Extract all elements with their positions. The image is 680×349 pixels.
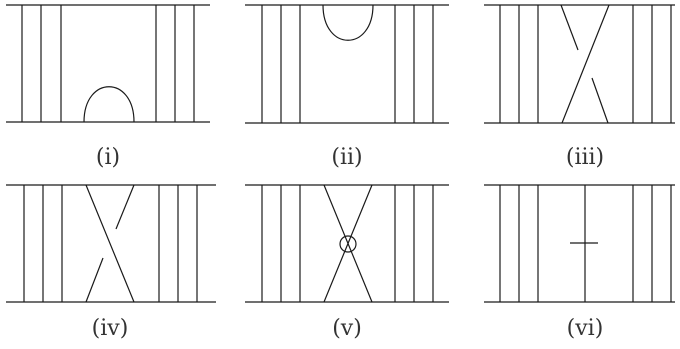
crossing-strand — [323, 184, 373, 303]
panel-i: (i) — [6, 4, 210, 170]
panel-label-iii: (iii) — [566, 145, 604, 170]
panel-label-v: (v) — [332, 316, 362, 341]
under-strand-upper — [115, 184, 135, 230]
cup-arc — [322, 4, 374, 41]
panel-iii: (iii) — [484, 4, 675, 170]
panel-vi: (vi) — [484, 184, 675, 341]
panel-label-iv: (iv) — [92, 316, 129, 341]
panel-iv: (iv) — [6, 184, 216, 341]
panel-v: (v) — [245, 184, 449, 341]
over-strand — [85, 184, 135, 303]
panel-label-ii: (ii) — [331, 145, 362, 170]
under-strand-lower — [591, 77, 609, 124]
virtual-crossing-circle — [339, 235, 357, 253]
cap-arc — [83, 86, 135, 123]
over-strand — [561, 4, 610, 124]
panel-label-i: (i) — [96, 145, 120, 170]
panel-label-vi: (vi) — [567, 316, 604, 341]
panel-ii: (ii) — [245, 4, 449, 170]
under-strand-lower — [85, 257, 104, 303]
under-strand-upper — [560, 4, 579, 51]
